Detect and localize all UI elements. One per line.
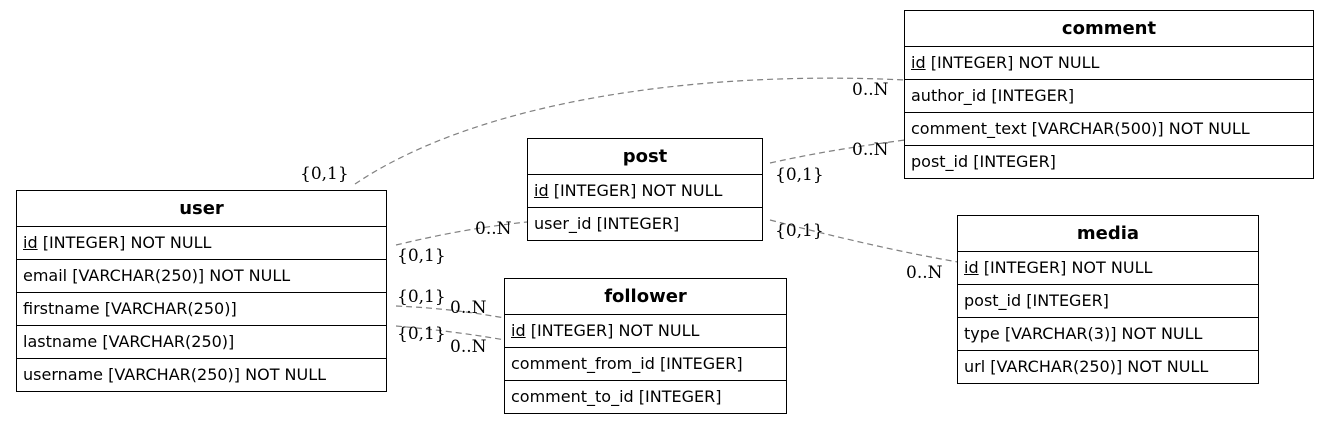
- primary-key: id: [911, 53, 926, 72]
- field-row: id [INTEGER] NOT NULL: [505, 315, 786, 348]
- entity-title: follower: [505, 279, 786, 315]
- field-row: id [INTEGER] NOT NULL: [905, 47, 1313, 80]
- field-type: [INTEGER] NOT NULL: [37, 233, 212, 252]
- field-row: post_id [INTEGER]: [958, 285, 1258, 318]
- field-row: id [INTEGER] NOT NULL: [17, 227, 386, 260]
- relationship-user-post: [395, 221, 528, 246]
- cardinality-to: 0..N: [906, 263, 943, 283]
- primary-key: id: [23, 233, 38, 252]
- entity-title: comment: [905, 11, 1313, 47]
- cardinality-to: 0..N: [450, 337, 487, 357]
- relationship-user-comment: [354, 77, 906, 185]
- field-type: [INTEGER] NOT NULL: [548, 181, 723, 200]
- entity-title: post: [528, 139, 762, 175]
- primary-key: id: [964, 258, 979, 277]
- entity-title: user: [17, 191, 386, 227]
- cardinality-from: {0,1}: [775, 221, 824, 241]
- cardinality-from: {0,1}: [300, 164, 349, 184]
- field-row: user_id [INTEGER]: [534, 214, 680, 233]
- primary-key: id: [511, 321, 526, 340]
- field-type: [INTEGER] NOT NULL: [525, 321, 700, 340]
- cardinality-from: {0,1}: [397, 287, 446, 307]
- entity-comment[interactable]: comment id [INTEGER] NOT NULL author_id …: [904, 10, 1314, 179]
- field-row: comment_from_id [INTEGER]: [505, 348, 786, 381]
- field-row: author_id [INTEGER]: [905, 80, 1313, 113]
- entity-media[interactable]: media id [INTEGER] NOT NULL post_id [INT…: [957, 215, 1259, 384]
- field-row: comment_text [VARCHAR(500)] NOT NULL: [905, 113, 1313, 146]
- entity-post[interactable]: post id [INTEGER] NOT NULL user_id [INTE…: [527, 138, 763, 241]
- entity-title: media: [958, 216, 1258, 252]
- field-type: [INTEGER] NOT NULL: [978, 258, 1153, 277]
- cardinality-to: 0..N: [852, 140, 889, 160]
- field-row: email [VARCHAR(250)] NOT NULL: [17, 260, 386, 293]
- entity-follower[interactable]: follower id [INTEGER] NOT NULL comment_f…: [504, 278, 787, 414]
- cardinality-from: {0,1}: [397, 324, 446, 344]
- cardinality-to: 0..N: [450, 298, 487, 318]
- cardinality-to: 0..N: [852, 80, 889, 100]
- relationship-post-media: [769, 219, 959, 263]
- field-row: url [VARCHAR(250)] NOT NULL: [964, 357, 1209, 376]
- cardinality-to: 0..N: [475, 219, 512, 239]
- cardinality-from: {0,1}: [775, 165, 824, 185]
- field-row: username [VARCHAR(250)] NOT NULL: [23, 365, 327, 384]
- field-row: post_id [INTEGER]: [911, 152, 1056, 171]
- field-row: type [VARCHAR(3)] NOT NULL: [958, 318, 1258, 351]
- field-row: comment_to_id [INTEGER]: [511, 387, 722, 406]
- relationship-user-follower-to: [395, 325, 506, 341]
- field-row: id [INTEGER] NOT NULL: [958, 252, 1258, 285]
- relationship-user-follower-from: [395, 305, 506, 319]
- entity-user[interactable]: user id [INTEGER] NOT NULL email [VARCHA…: [16, 190, 387, 392]
- cardinality-from: {0,1}: [397, 246, 446, 266]
- field-row: id [INTEGER] NOT NULL: [528, 175, 762, 208]
- field-row: firstname [VARCHAR(250)]: [17, 293, 386, 326]
- relationship-post-comment: [769, 139, 906, 164]
- field-type: [INTEGER] NOT NULL: [925, 53, 1100, 72]
- field-row: lastname [VARCHAR(250)]: [17, 326, 386, 359]
- primary-key: id: [534, 181, 549, 200]
